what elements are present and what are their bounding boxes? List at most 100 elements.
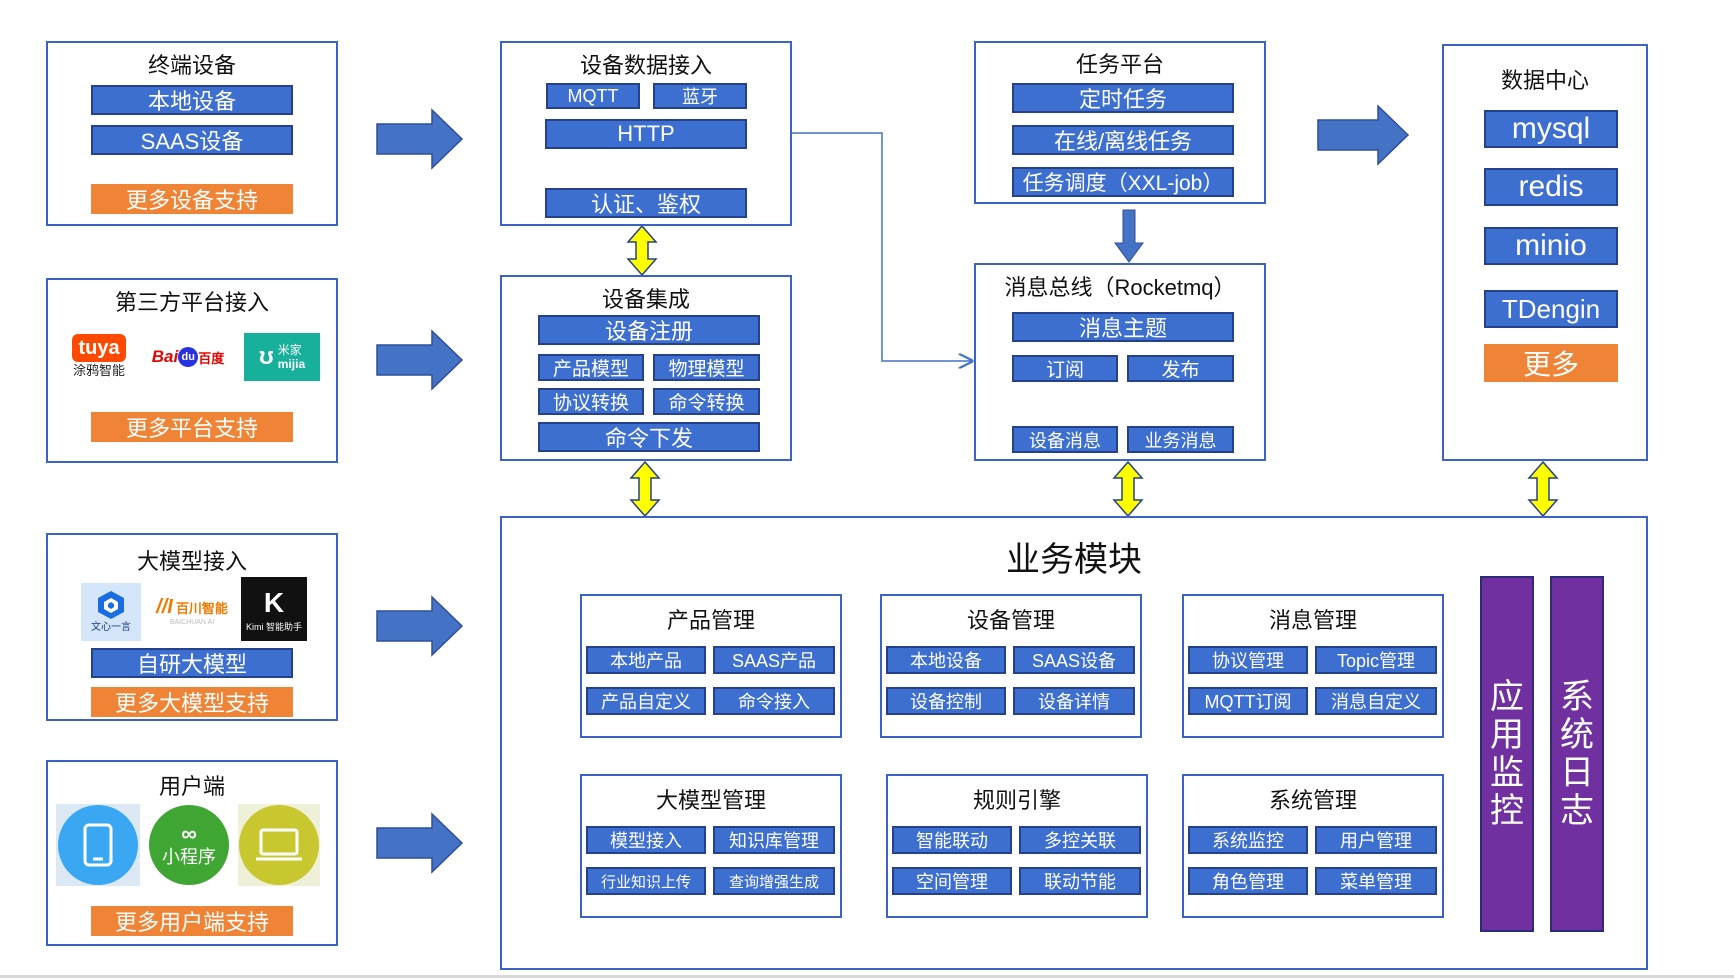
message-topic-box: 消息主题 (1012, 312, 1234, 342)
task-platform-title: 任务平台 (1075, 52, 1164, 77)
message-item-custom: 消息自定义 (1315, 687, 1437, 715)
llm-access-title: 大模型接入 (136, 549, 247, 574)
device-integration-panel: 设备集成 设备注册 产品模型 物理模型 协议转换 命令转换 命令下发 (500, 275, 792, 461)
product-model-box: 产品模型 (538, 354, 644, 381)
device-item-local: 本地设备 (886, 646, 1006, 674)
message-item-mqtt: MQTT订阅 (1188, 687, 1308, 715)
wenxin-caption: 文心一言 (91, 622, 131, 633)
app-monitor-char: 控 (1490, 792, 1524, 830)
baichuan-logo: //I 百川智能 BAICHUAN AI (152, 591, 232, 631)
device-item-saas: SAAS设备 (1013, 646, 1135, 674)
llm-mgmt-title: 大模型管理 (655, 788, 766, 813)
llm-mgmt-panel: 大模型管理 模型接入 知识库管理 行业知识上传 查询增强生成 (580, 774, 842, 918)
system-item-users: 用户管理 (1315, 826, 1437, 854)
data-center-panel: 数据中心 mysql redis minio TDengin 更多 (1442, 44, 1648, 461)
client-more: 更多用户端支持 (91, 906, 293, 936)
online-offline-task-box: 在线/离线任务 (1012, 125, 1234, 155)
third-party-arrow (376, 329, 464, 391)
llm-item-rag: 查询增强生成 (713, 867, 835, 895)
rules-item-linkage: 智能联动 (892, 826, 1012, 854)
rules-panel: 规则引擎 智能联动 多控关联 空间管理 联动节能 (886, 774, 1148, 918)
task-scheduling-box: 任务调度（XXL-job） (1012, 167, 1234, 197)
device-mgmt-panel: 设备管理 本地设备 SAAS设备 设备控制 设备详情 (880, 594, 1142, 738)
laptop-icon (256, 828, 302, 861)
mijia-logo-en: mijia (277, 357, 306, 371)
system-log-char: 日 (1560, 754, 1594, 792)
minio-box: minio (1484, 227, 1618, 265)
baichuan-caption: 百川智能 (175, 601, 228, 616)
mobile-app-logo (56, 804, 140, 886)
command-convert-box: 命令转换 (653, 388, 760, 415)
llm-access-panel: 大模型接入 文心一言 //I 百川智能 BAICHUAN AI K Kimi 智… (46, 533, 338, 721)
client-panel: 用户端 ∞ 小程序 更多用户端支持 (46, 760, 338, 946)
desktop-logo (238, 804, 320, 886)
message-bus-title: 消息总线（Rocketmq） (1004, 275, 1236, 300)
bus-business-double-arrow (1112, 460, 1144, 518)
llm-access-more: 更多大模型支持 (91, 687, 293, 717)
rules-title: 规则引擎 (972, 788, 1061, 813)
baichuan-glyph-icon: //I (156, 596, 173, 618)
llm-item-upload: 行业知识上传 (586, 867, 706, 895)
terminal-title: 终端设备 (147, 53, 236, 78)
third-party-title: 第三方平台接入 (114, 290, 269, 315)
baidu-logo: Bai du 百度 (148, 340, 228, 374)
terminal-local-device: 本地设备 (91, 85, 293, 115)
self-developed-llm: 自研大模型 (91, 648, 293, 678)
device-message-box: 设备消息 (1012, 426, 1118, 453)
message-mgmt-title: 消息管理 (1268, 608, 1357, 633)
miniprogram-logo: ∞ 小程序 (148, 804, 230, 886)
integration-business-double-arrow (629, 460, 661, 518)
llm-arrow (376, 595, 464, 657)
terminal-saas-device: SAAS设备 (91, 125, 293, 155)
llm-item-knowledge: 知识库管理 (713, 826, 835, 854)
business-message-box: 业务消息 (1127, 426, 1234, 453)
system-log-char: 统 (1560, 716, 1594, 754)
third-party-panel: 第三方平台接入 tuya 涂鸦智能 Bai du 百度 ʊ 米家 mijia 更… (46, 278, 338, 463)
device-access-title: 设备数据接入 (579, 53, 712, 78)
tuya-logo: tuya 涂鸦智能 (66, 332, 132, 382)
protocol-convert-box: 协议转换 (538, 388, 644, 415)
data-center-more: 更多 (1484, 344, 1618, 382)
mijia-glyph-icon: ʊ (258, 343, 274, 370)
app-monitor-char: 应 (1490, 678, 1524, 716)
client-arrow (376, 812, 464, 874)
tdengin-box: TDengin (1484, 290, 1618, 328)
baidu-logo-du: du (178, 347, 199, 367)
product-mgmt-title: 产品管理 (666, 608, 755, 633)
message-mgmt-panel: 消息管理 协议管理 Topic管理 MQTT订阅 消息自定义 (1182, 594, 1444, 738)
datacenter-business-double-arrow (1527, 460, 1559, 518)
system-log-char: 志 (1560, 792, 1594, 830)
mqtt-box: MQTT (546, 83, 640, 109)
terminal-panel: 终端设备 本地设备 SAAS设备 更多设备支持 (46, 41, 338, 226)
access-integration-double-arrow (626, 224, 658, 277)
terminal-more: 更多设备支持 (91, 184, 293, 214)
system-log-column: 系 统 日 志 (1550, 576, 1604, 932)
baichuan-caption-en: BAICHUAN AI (169, 619, 215, 626)
task-platform-panel: 任务平台 定时任务 在线/离线任务 任务调度（XXL-job） (974, 41, 1266, 204)
client-title: 用户端 (158, 774, 225, 799)
http-box: HTTP (545, 119, 747, 149)
kimi-glyph: K (263, 586, 285, 618)
wenxin-logo: 文心一言 (81, 583, 141, 641)
message-bus-panel: 消息总线（Rocketmq） 消息主题 订阅 发布 设备消息 业务消息 (974, 263, 1266, 461)
system-mgmt-title: 系统管理 (1268, 788, 1357, 813)
mysql-box: mysql (1484, 110, 1618, 148)
data-center-title: 数据中心 (1500, 68, 1589, 93)
command-send-box: 命令下发 (538, 422, 760, 452)
device-mgmt-title: 设备管理 (966, 608, 1055, 633)
app-monitor-column: 应 用 监 控 (1480, 576, 1534, 932)
product-item-local: 本地产品 (586, 646, 706, 674)
device-access-panel: 设备数据接入 MQTT 蓝牙 HTTP 认证、鉴权 (500, 41, 792, 226)
rules-item-multi: 多控关联 (1019, 826, 1141, 854)
rules-item-energy: 联动节能 (1019, 867, 1141, 895)
product-item-command: 命令接入 (713, 687, 835, 715)
wenxin-icon (98, 591, 124, 619)
product-mgmt-panel: 产品管理 本地产品 SAAS产品 产品自定义 命令接入 (580, 594, 842, 738)
device-register-box: 设备注册 (538, 315, 760, 345)
system-item-roles: 角色管理 (1188, 867, 1308, 895)
bluetooth-box: 蓝牙 (653, 83, 747, 109)
auth-box: 认证、鉴权 (545, 188, 747, 218)
http-to-bus-connector (792, 132, 972, 361)
product-item-saas: SAAS产品 (713, 646, 835, 674)
app-monitor-char: 监 (1490, 754, 1524, 792)
